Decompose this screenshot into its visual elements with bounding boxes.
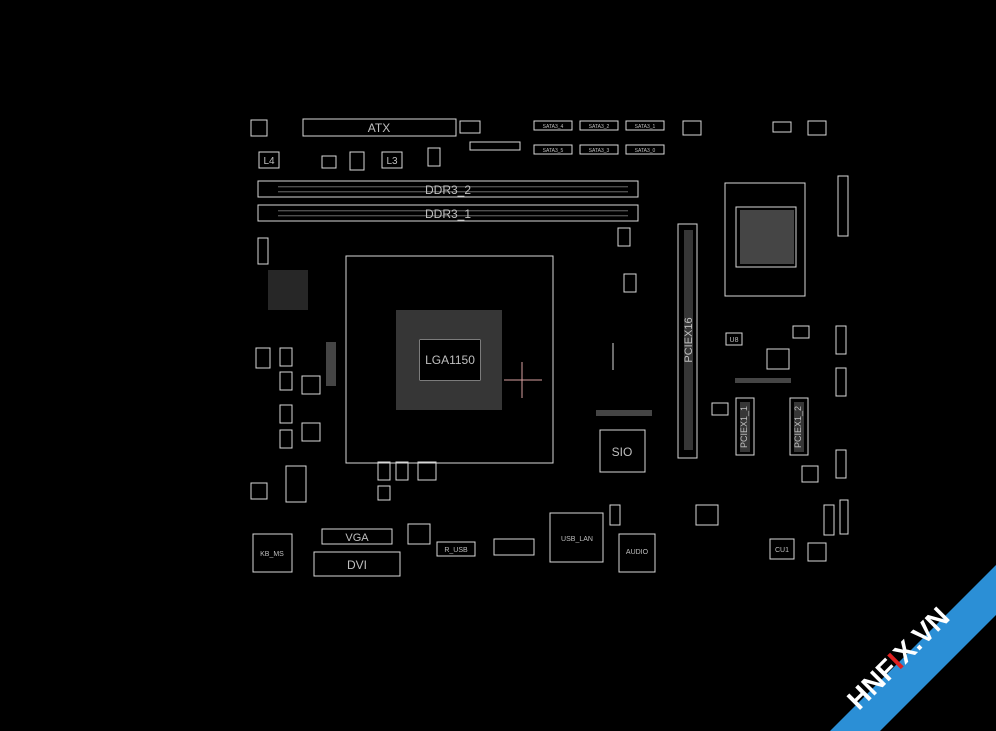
hw2-chip — [407, 523, 431, 545]
audio-port — [618, 533, 656, 573]
l3-label: L3 — [386, 156, 398, 167]
atx-connector — [302, 118, 457, 137]
dvi-port — [313, 551, 401, 577]
kb-ms-port — [252, 533, 293, 573]
vga-port — [321, 528, 393, 545]
dimm-slot-1 — [257, 204, 639, 222]
sata-label: SATA3_2 — [589, 124, 610, 130]
cu1-chip — [769, 538, 795, 560]
pciex16-label: PCIEX16 — [683, 317, 695, 362]
r-usb-label: R_USB — [444, 547, 468, 554]
dvi-label: DVI — [347, 558, 367, 572]
cpu-socket-label: LGA1150 — [425, 353, 475, 367]
sio-label: SIO — [612, 445, 633, 459]
sata-label: SATA3_0 — [635, 148, 656, 154]
usb-lan-label: USB_LAN — [561, 536, 593, 543]
pciex1-2-label: PCIEX1_2 — [793, 406, 803, 448]
pciex1-1-slot — [735, 397, 755, 456]
dimm-slot-2 — [257, 180, 639, 198]
u8-label: U8 — [730, 337, 739, 344]
r-usb-header — [436, 541, 476, 557]
sio-chip — [599, 429, 646, 473]
ddr3-2-label: DDR3_2 — [425, 183, 471, 197]
cu1-label: CU1 — [775, 547, 789, 554]
usb-lan-port — [549, 512, 604, 563]
atx-label: ATX — [368, 121, 390, 135]
u8-chip — [725, 332, 743, 346]
pch-core — [735, 206, 797, 268]
sata-label: SATA3_4 — [543, 124, 564, 130]
sata-label: SATA3_1 — [635, 124, 656, 130]
pciex16-slot — [677, 223, 698, 459]
corner-mark — [250, 482, 268, 500]
sata-label: SATA3_5 — [543, 148, 564, 154]
kb-ms-label: KB_MS — [260, 551, 284, 558]
pciex1-1-label: PCIEX1_1 — [739, 406, 749, 448]
ddr3-1-label: DDR3_1 — [425, 207, 471, 221]
corner-mark — [250, 119, 268, 137]
l3-inductor — [381, 151, 403, 169]
vga-label: VGA — [345, 532, 369, 544]
cpu-socket — [345, 255, 554, 464]
l4-inductor — [258, 151, 280, 169]
pch-chip — [724, 182, 806, 297]
pciex1-2-slot — [789, 397, 809, 456]
audio-label: AUDIO — [626, 549, 649, 556]
l4-label: L4 — [263, 156, 275, 167]
sata-label: SATA3_3 — [589, 148, 610, 154]
